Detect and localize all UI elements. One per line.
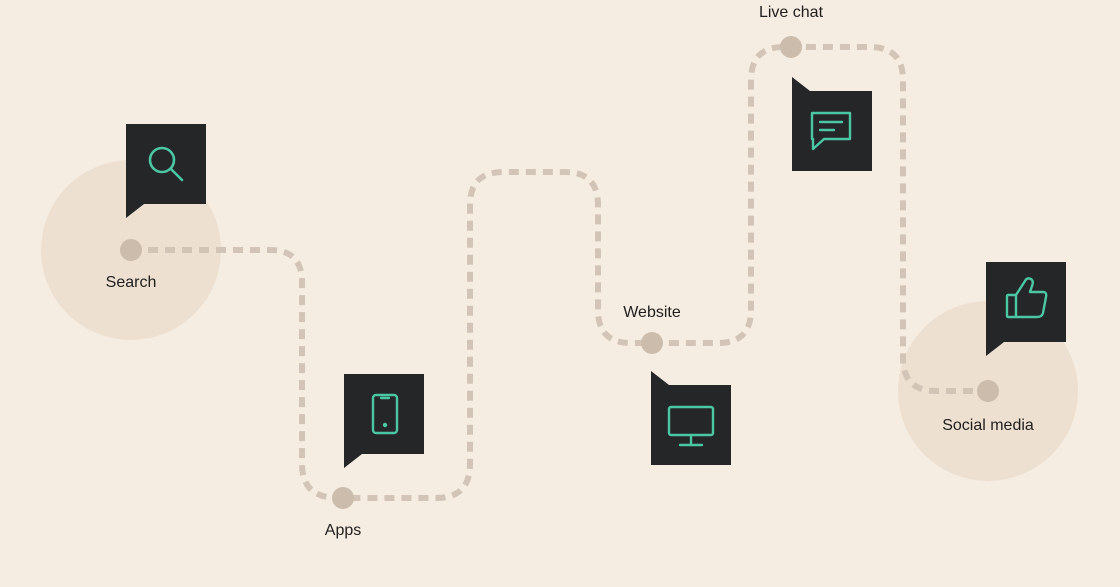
website-node [641,332,663,354]
live-chat-label: Live chat [758,4,824,21]
search-icon [148,146,184,182]
journey-path [131,44,988,501]
social-media-card [986,262,1066,356]
social-media-node [977,380,999,402]
search-card [126,124,206,218]
smartphone-icon [371,393,399,435]
apps-card [344,374,424,468]
search-label: Search [105,274,157,291]
chat-bubble-icon [810,111,852,151]
social-media-label: Social media [942,417,1034,434]
live-chat-node [780,36,802,58]
website-label: Website [623,304,681,321]
apps-label: Apps [324,522,362,539]
apps-node [332,487,354,509]
search-node [120,239,142,261]
monitor-icon [667,405,715,447]
thumbs-up-icon [1005,277,1048,319]
live-chat-card [792,77,872,171]
website-card [651,371,731,465]
